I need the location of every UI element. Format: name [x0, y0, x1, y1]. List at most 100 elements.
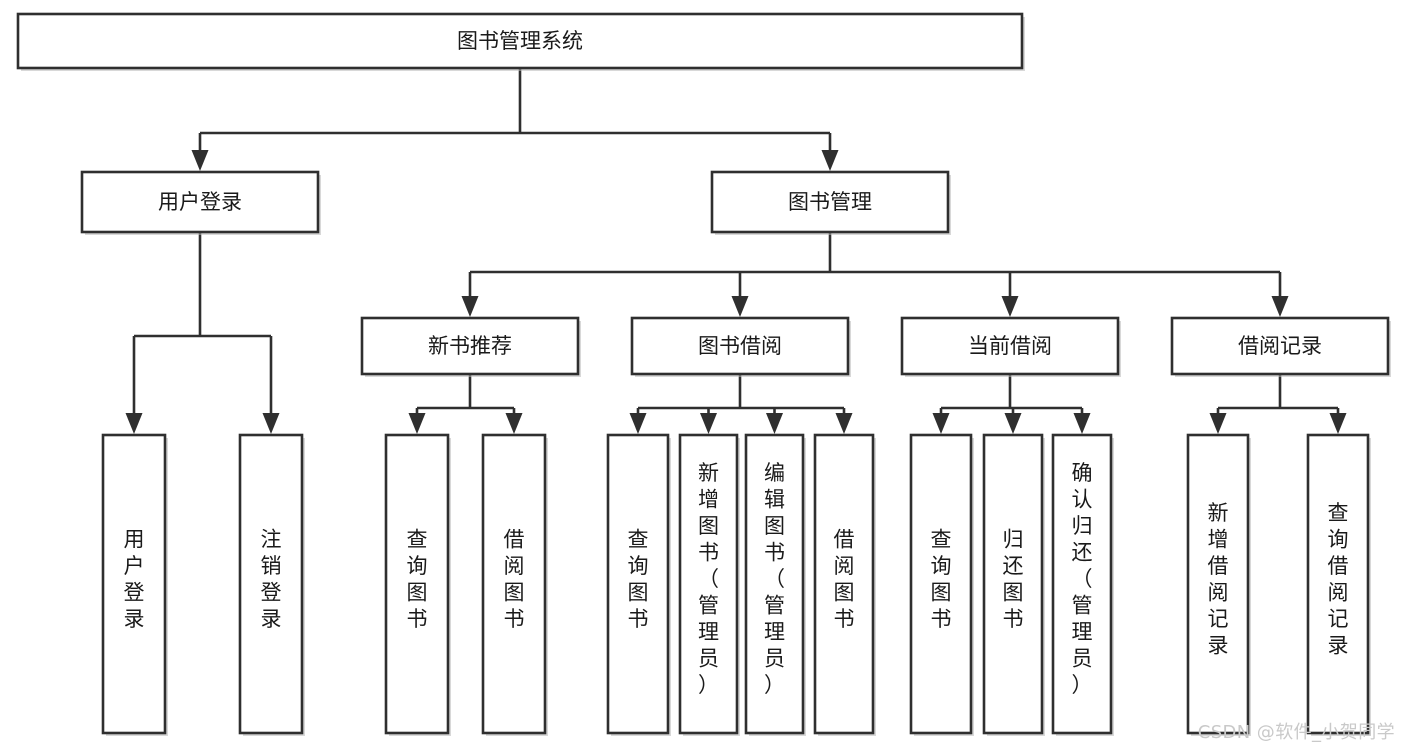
arrow-head-icon	[125, 413, 143, 434]
node-n-new-book-rec[interactable]: 新书推荐	[360, 316, 581, 377]
node-rect[interactable]	[900, 316, 1120, 376]
edge-n_book_mgmt-to-n_book_borrow	[731, 272, 749, 317]
node-n-current-borrow[interactable]: 当前借阅	[900, 316, 1121, 377]
node-rect[interactable]	[1306, 433, 1370, 735]
node-rect[interactable]	[360, 316, 580, 376]
node-label: 查询图书	[628, 527, 649, 631]
arrow-head-icon	[932, 413, 950, 434]
node-l-borrow-book-2[interactable]: 借阅图书	[813, 433, 876, 736]
edge-n_current_borrow-to-l_query_book_3	[932, 408, 950, 434]
node-l-borrow-book-1[interactable]: 借阅图书	[481, 433, 548, 736]
node-label: 借阅记录	[1238, 334, 1322, 358]
node-root[interactable]: 图书管理系统	[16, 12, 1025, 71]
node-l-user-logout[interactable]: 注销登录	[238, 433, 305, 736]
node-l-return-book[interactable]: 归还图书	[982, 433, 1045, 736]
arrow-head-icon	[821, 150, 839, 171]
connector-user-login-rail	[134, 232, 271, 338]
node-l-add-book[interactable]: 新增图书（管理员）	[678, 433, 740, 736]
node-label: 编辑图书（管理员）	[764, 461, 785, 697]
arrow-head-icon	[629, 413, 647, 434]
node-l-user-login[interactable]: 用户登录	[101, 433, 168, 736]
node-label: 查询图书	[931, 527, 952, 631]
node-rect[interactable]	[1186, 433, 1250, 735]
connector-current-borrow-rail	[941, 374, 1082, 410]
node-l-add-record[interactable]: 新增借阅记录	[1186, 433, 1251, 736]
node-n-user-login[interactable]: 用户登录	[80, 170, 321, 235]
node-rect[interactable]	[384, 433, 450, 735]
arrow-head-icon	[1329, 413, 1347, 434]
node-rect[interactable]	[16, 12, 1024, 70]
node-rect[interactable]	[606, 433, 670, 735]
node-rect[interactable]	[80, 170, 320, 234]
connector-book-borrow-rail	[638, 374, 844, 410]
connector-root-rail	[200, 68, 830, 135]
edge-n_new_book_rec-to-l_borrow_book_1	[505, 408, 523, 434]
edge-n_book_mgmt-to-n_current_borrow	[1001, 272, 1019, 317]
node-label: 新增借阅记录	[1208, 501, 1229, 658]
edge-n_borrow_record-to-l_query_record	[1329, 408, 1347, 434]
node-label: 借阅图书	[834, 527, 855, 631]
node-l-query-book-3[interactable]: 查询图书	[909, 433, 974, 736]
edge-n_book_mgmt-to-n_new_book_rec	[461, 272, 479, 317]
edge-n_user_login-to-l_user_login	[125, 336, 143, 434]
node-l-edit-book[interactable]: 编辑图书（管理员）	[744, 433, 806, 736]
arrow-head-icon	[835, 413, 853, 434]
node-label: 确认归还（管理员）	[1072, 461, 1093, 697]
node-n-borrow-record[interactable]: 借阅记录	[1170, 316, 1391, 377]
node-rect[interactable]	[813, 433, 875, 735]
node-rect[interactable]	[909, 433, 973, 735]
watermark-text: CSDN @软件_小贺同学	[1197, 722, 1395, 743]
edge-n_borrow_record-to-l_add_record	[1209, 408, 1227, 434]
edges-layer	[125, 68, 1347, 434]
node-label: 注销登录	[261, 527, 282, 631]
connector-borrow-record-rail	[1218, 374, 1338, 410]
node-label: 新增图书（管理员）	[698, 461, 719, 697]
node-label: 借阅图书	[504, 527, 525, 631]
node-rect[interactable]	[481, 433, 547, 735]
arrow-head-icon	[1004, 413, 1022, 434]
node-l-query-book-2[interactable]: 查询图书	[606, 433, 671, 736]
edge-n_book_borrow-to-l_add_book	[700, 408, 717, 434]
arrow-head-icon	[408, 413, 426, 434]
arrow-head-icon	[1073, 413, 1091, 434]
arrow-head-icon	[191, 150, 209, 171]
arrow-head-icon	[1001, 296, 1019, 317]
node-rect[interactable]	[982, 433, 1044, 735]
node-n-book-borrow[interactable]: 图书借阅	[630, 316, 851, 377]
node-label: 当前借阅	[968, 334, 1052, 358]
arrow-head-icon	[262, 413, 280, 434]
edge-root-to-n_user_login	[191, 133, 209, 171]
node-rect[interactable]	[101, 433, 167, 735]
node-l-query-record[interactable]: 查询借阅记录	[1306, 433, 1371, 736]
node-label: 新书推荐	[428, 334, 512, 358]
connector-new-book-rail	[417, 374, 514, 410]
node-l-confirm-return[interactable]: 确认归还（管理员）	[1051, 433, 1114, 736]
node-rect[interactable]	[630, 316, 850, 376]
node-rect[interactable]	[710, 170, 950, 234]
edge-n_current_borrow-to-l_confirm_return	[1073, 408, 1091, 434]
node-label: 图书管理系统	[457, 29, 583, 53]
arrow-head-icon	[731, 296, 749, 317]
node-label: 图书借阅	[698, 334, 782, 358]
node-rect[interactable]	[1170, 316, 1390, 376]
node-rect[interactable]	[238, 433, 304, 735]
connector-book-mgmt-rail	[470, 232, 1280, 274]
arrow-head-icon	[1271, 296, 1289, 317]
node-rect[interactable]	[744, 433, 805, 735]
node-label: 用户登录	[158, 190, 242, 214]
edge-n_new_book_rec-to-l_query_book_1	[408, 408, 426, 434]
arrow-head-icon	[505, 413, 523, 434]
edge-n_book_borrow-to-l_borrow_book_2	[835, 408, 853, 434]
edge-root-to-n_book_mgmt	[821, 133, 839, 171]
node-l-query-book-1[interactable]: 查询图书	[384, 433, 451, 736]
edge-n_user_login-to-l_user_logout	[262, 336, 280, 434]
node-rect[interactable]	[1051, 433, 1113, 735]
nodes-layer: 图书管理系统用户登录图书管理新书推荐图书借阅当前借阅借阅记录用户登录注销登录查询…	[16, 12, 1391, 736]
arrow-head-icon	[766, 413, 783, 434]
node-n-book-mgmt[interactable]: 图书管理	[710, 170, 951, 235]
node-label: 查询图书	[407, 527, 428, 631]
node-rect[interactable]	[678, 433, 739, 735]
edge-n_current_borrow-to-l_return_book	[1004, 408, 1022, 434]
